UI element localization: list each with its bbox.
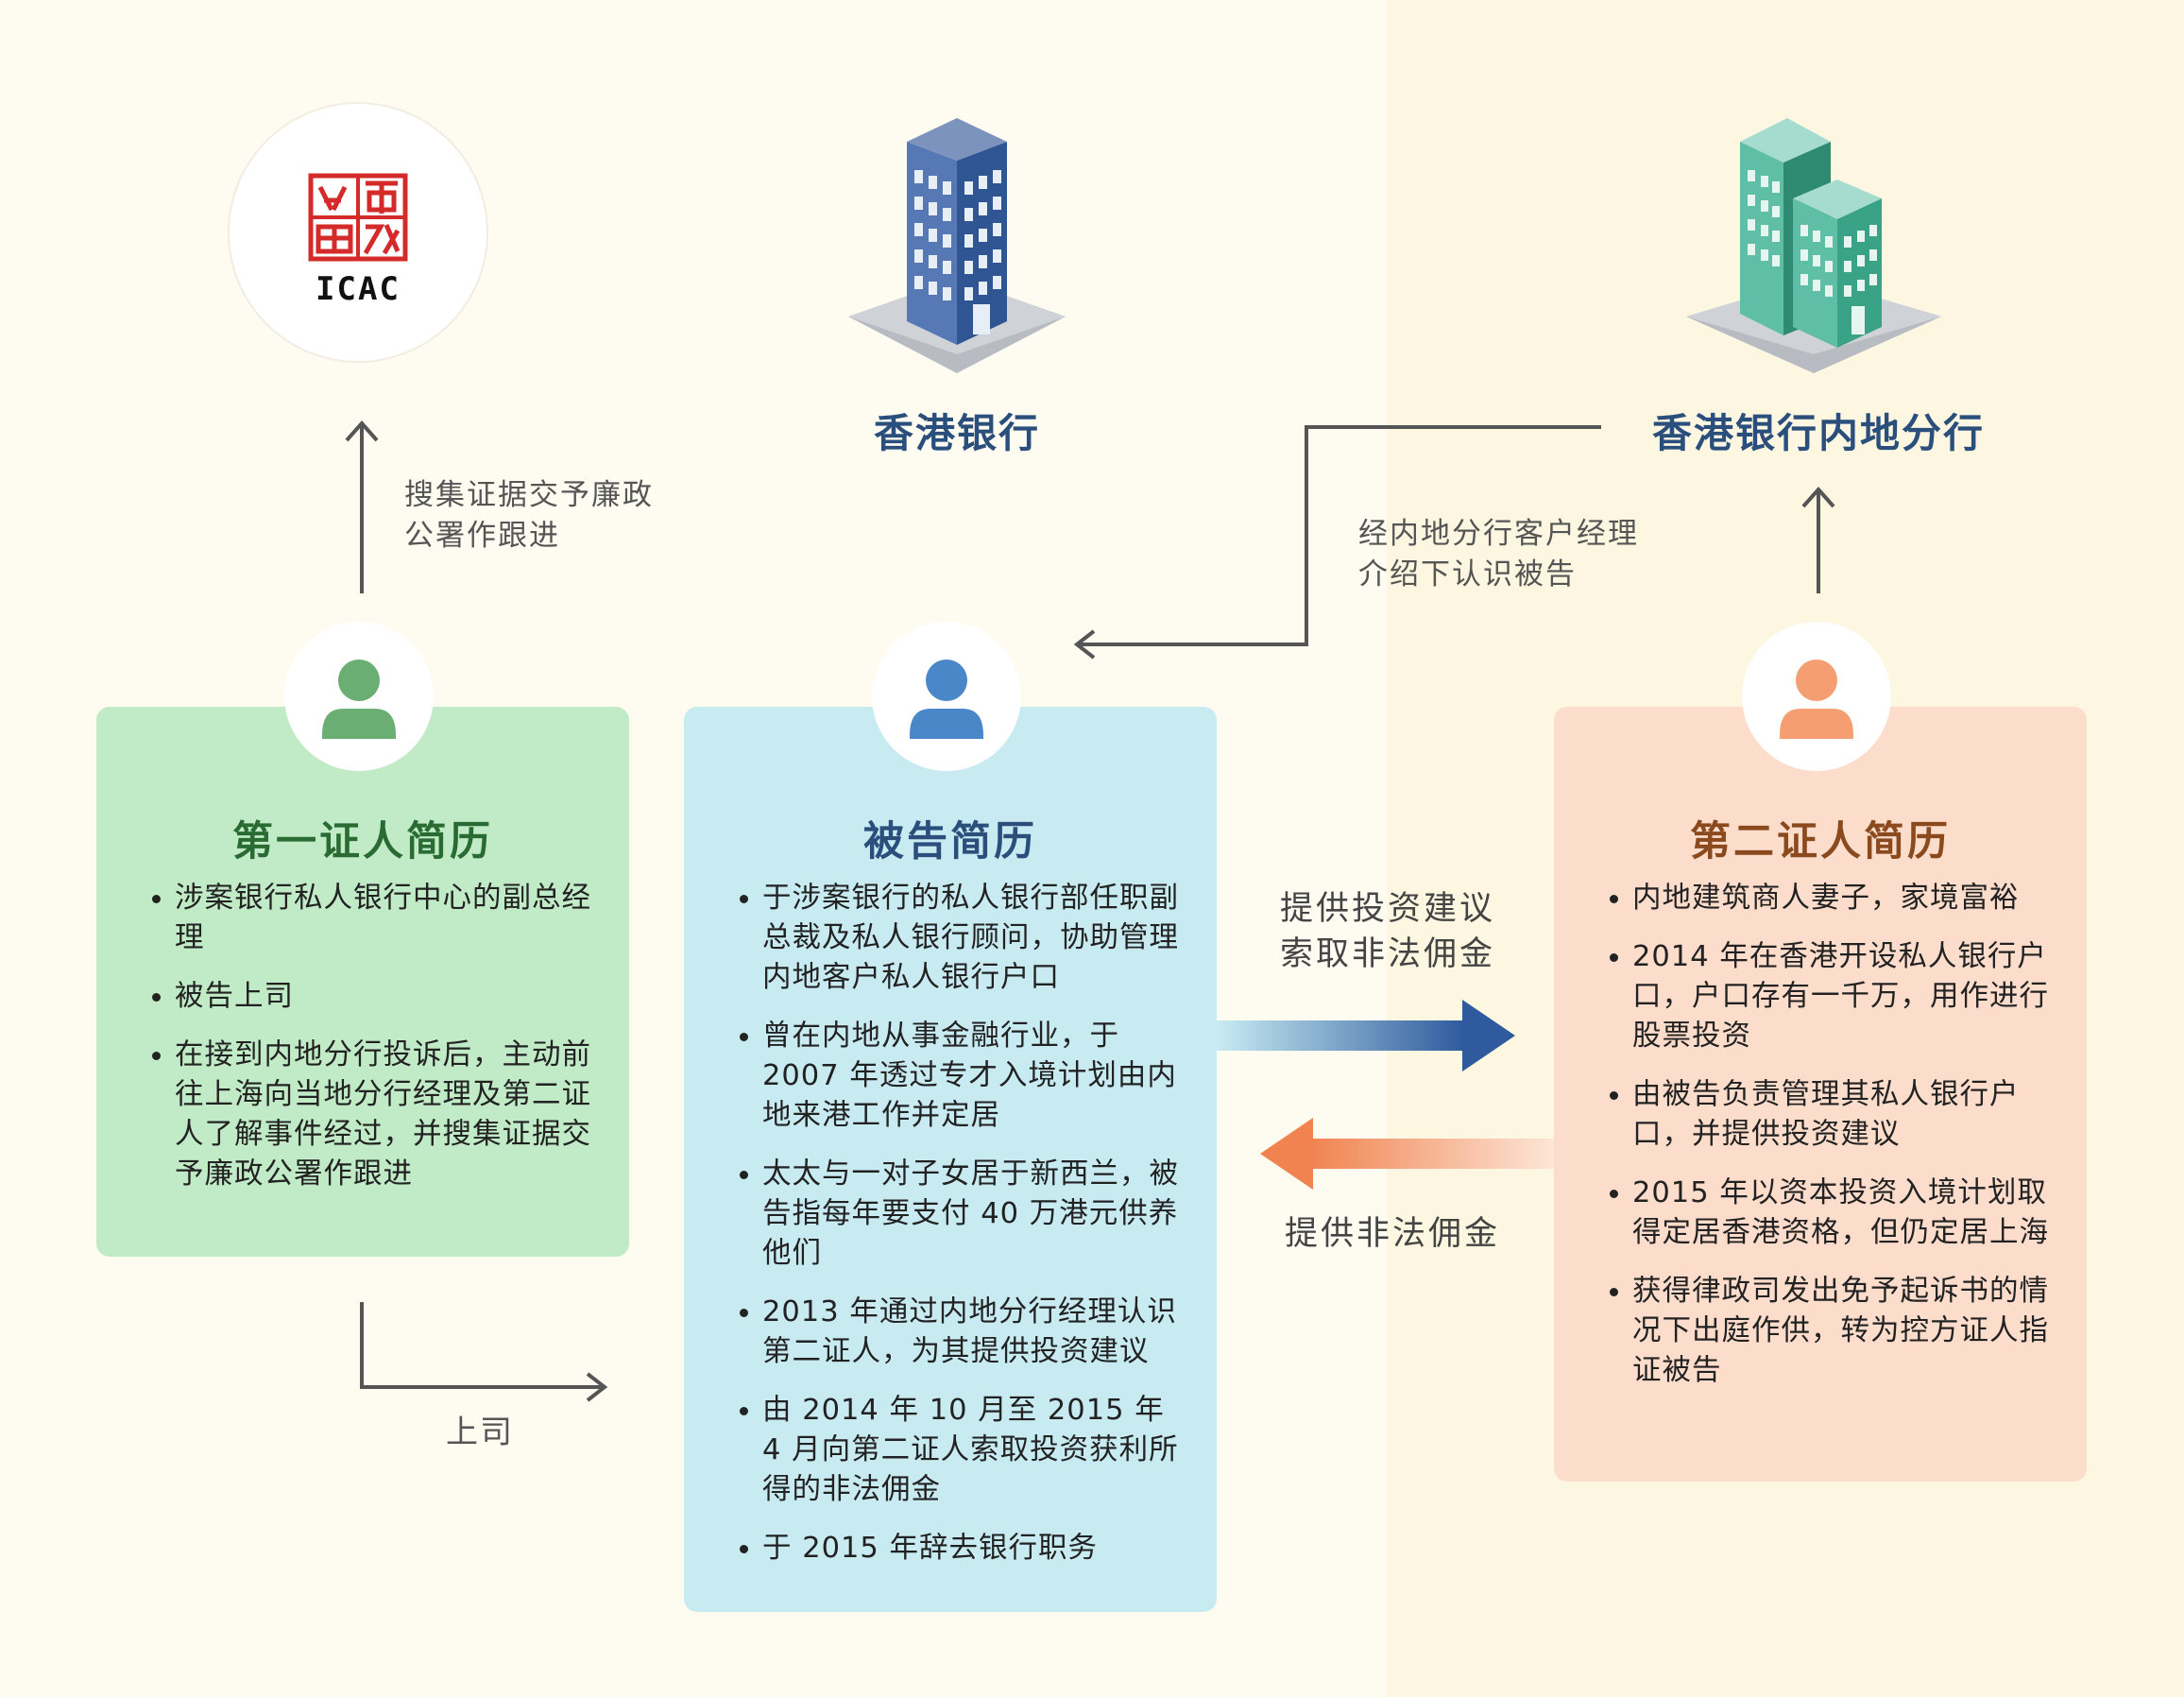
defendant-list: 于涉案银行的私人银行部任职副总裁及私人银行顾问，协助管理内地客户私人银行户口 曾… — [736, 879, 1179, 1587]
witness2-avatar — [1742, 622, 1891, 771]
illegal-commission-arrow — [1260, 1118, 1556, 1190]
superior-arrow — [360, 1302, 605, 1389]
list-item: 于 2015 年辞去银行职务 — [762, 1529, 1179, 1568]
branch-note-line: 介绍下认识被告 — [1358, 557, 1577, 591]
witness1-avatar — [284, 622, 434, 771]
mainland-branch-label: 香港银行内地分行 — [1651, 410, 1985, 456]
branch-note-line: 经内地分行客户经理 — [1358, 517, 1639, 551]
list-item: 太太与一对子女居于新西兰，被告指每年要支付 40 万港元供养他们 — [762, 1155, 1179, 1274]
icac-logo-text: ICAC — [316, 270, 401, 308]
list-item: 被告上司 — [175, 977, 591, 1017]
witness1-list: 涉案银行私人银行中心的副总经理 被告上司 在接到内地分行投诉后，主动前往上海向当… — [148, 879, 591, 1213]
witness2-card-title: 第二证人简历 — [1690, 818, 1951, 866]
list-item: 获得律政司发出免予起诉书的情况下出庭作供，转为控方证人指证被告 — [1632, 1272, 2049, 1391]
witness2-card: 第二证人简历 内地建筑商人妻子，家境富裕 2014 年在香港开设私人银行户口，户… — [1554, 707, 2087, 1482]
icac-note-line: 公署作跟进 — [404, 519, 560, 553]
hk-bank-building-icon — [848, 118, 1066, 373]
list-item: 由 2014 年 10 月至 2015 年 4 月向第二证人索取投资获利所得的非… — [762, 1391, 1179, 1510]
defendant-card-title: 被告简历 — [863, 818, 1037, 866]
list-item: 2013 年通过内地分行经理认识第二证人，为其提供投资建议 — [762, 1293, 1179, 1372]
advice-label-line: 提供投资建议 — [1280, 890, 1496, 928]
list-item: 由被告负责管理其私人银行户口，并提供投资建议 — [1632, 1075, 2049, 1155]
icac-note: 搜集证据交予廉政 公署作跟进 — [404, 475, 654, 557]
mainland-branch-building-icon — [1686, 118, 1941, 373]
branch-to-defendant-line — [1077, 425, 1601, 646]
list-item: 曾在内地从事金融行业，于2007 年透过专才入境计划由内地来港工作并定居 — [762, 1017, 1179, 1136]
person-icon — [910, 660, 983, 739]
illegal-commission-label: 提供非法佣金 — [1285, 1215, 1501, 1253]
advice-commission-arrow — [1217, 1000, 1515, 1071]
defendant-avatar — [872, 622, 1021, 771]
witness2-list: 内地建筑商人妻子，家境富裕 2014 年在香港开设私人银行户口，户口存有一千万，… — [1606, 879, 2049, 1410]
list-item: 在接到内地分行投诉后，主动前往上海向当地分行经理及第二证人了解事件经过，并搜集证… — [175, 1036, 591, 1194]
defendant-card: 被告简历 于涉案银行的私人银行部任职副总裁及私人银行顾问，协助管理内地客户私人银… — [684, 707, 1217, 1612]
icac-logo: ICAC — [230, 104, 486, 361]
list-item: 涉案银行私人银行中心的副总经理 — [175, 879, 591, 958]
advice-label-line: 索取非法佣金 — [1280, 935, 1496, 973]
list-item: 2015 年以资本投资入境计划取得定居香港资格，但仍定居上海 — [1632, 1174, 2049, 1253]
person-icon — [322, 660, 396, 739]
list-item: 于涉案银行的私人银行部任职副总裁及私人银行顾问，协助管理内地客户私人银行户口 — [762, 879, 1179, 998]
person-icon — [1780, 660, 1853, 739]
list-item: 内地建筑商人妻子，家境富裕 — [1632, 879, 2049, 918]
witness1-card-title: 第一证人简历 — [232, 818, 493, 866]
icac-seal-icon — [308, 173, 408, 262]
branch-note: 经内地分行客户经理 介绍下认识被告 — [1358, 514, 1639, 595]
advice-commission-label: 提供投资建议 索取非法佣金 — [1280, 886, 1495, 977]
list-item: 2014 年在香港开设私人银行户口，户口存有一千万，用作进行股票投资 — [1632, 937, 2049, 1056]
hk-bank-label: 香港银行 — [873, 410, 1040, 456]
icac-note-line: 搜集证据交予廉政 — [404, 478, 654, 512]
superior-label: 上司 — [446, 1414, 514, 1451]
witness1-card: 第一证人简历 涉案银行私人银行中心的副总经理 被告上司 在接到内地分行投诉后，主… — [96, 707, 629, 1257]
